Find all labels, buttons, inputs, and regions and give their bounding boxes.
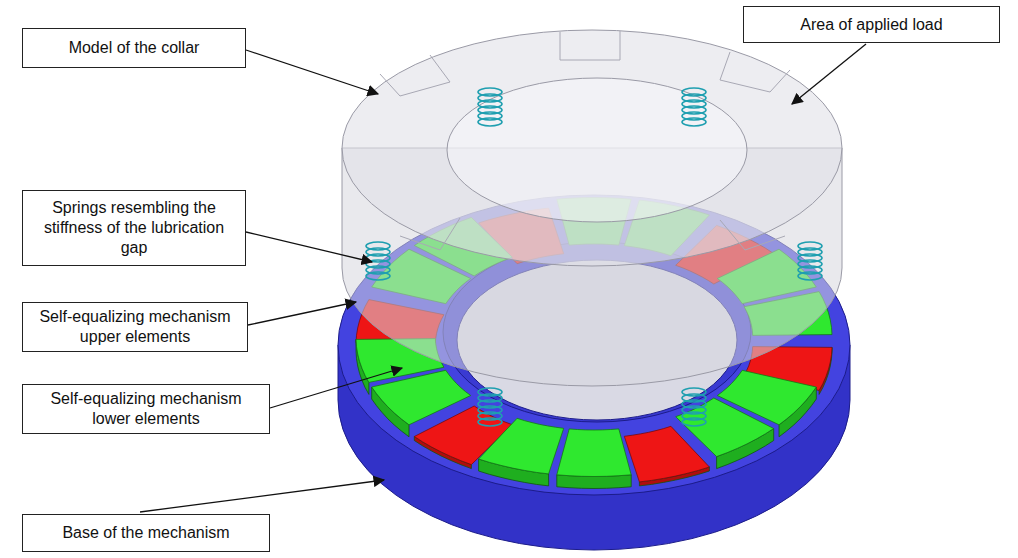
callout-text: Base of the mechanism <box>62 523 229 543</box>
spring-coil <box>798 272 822 280</box>
springs <box>366 88 822 426</box>
callout-box: Self-equalizing mechanism upper elements <box>22 302 248 352</box>
collar-bore <box>447 78 747 222</box>
callout-text: Area of applied load <box>800 15 942 35</box>
callout-text: Self-equalizing mechanism upper elements <box>31 307 239 347</box>
callout-box: Springs resembling the stiffness of the … <box>22 190 246 266</box>
collar-top <box>342 30 842 266</box>
spring-coil <box>682 418 706 426</box>
callout-box: Model of the collar <box>22 28 246 68</box>
callout-text: Springs resembling the stiffness of the … <box>31 198 237 258</box>
upper-element <box>479 418 564 474</box>
spring-coil <box>478 418 502 426</box>
upper-element <box>557 429 631 477</box>
callout-box: Area of applied load <box>743 6 1000 43</box>
collar-segment-lines <box>380 31 790 250</box>
callout-text: Model of the collar <box>69 38 200 58</box>
callout-box: Self-equalizing mechanism lower elements <box>22 384 270 434</box>
spring-coil <box>682 118 706 126</box>
leader-lines <box>140 44 866 512</box>
callout-text: Self-equalizing mechanism lower elements <box>31 389 261 429</box>
spring-coil <box>478 118 502 126</box>
spring-coil <box>366 272 390 280</box>
lower-element <box>624 426 709 482</box>
callout-box: Base of the mechanism <box>22 514 270 552</box>
